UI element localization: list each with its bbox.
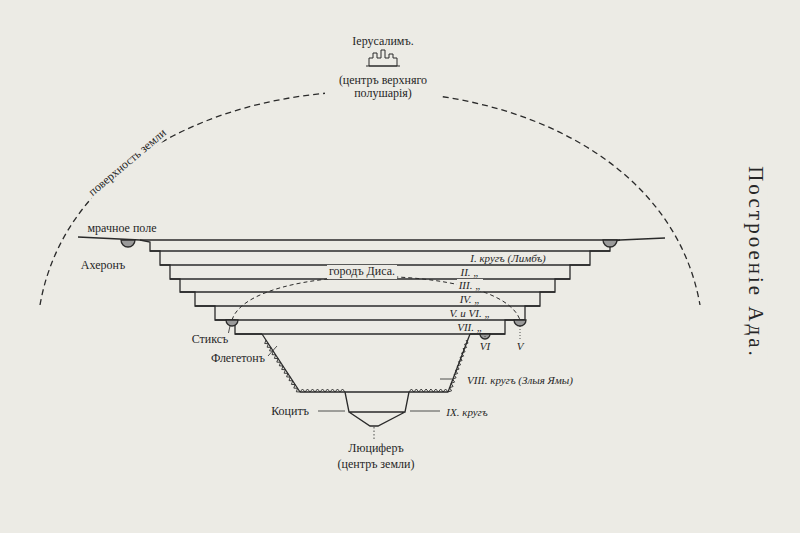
circle-label: VII. „ <box>455 321 485 333</box>
circle-label: VIII. кругъ (Злыя Ямы) <box>465 374 575 386</box>
ridge <box>265 340 300 392</box>
river-name: Ахеронъ <box>79 259 127 272</box>
circle-number: VI <box>478 340 492 352</box>
place-note: (центръ верхняго полушарія) <box>325 74 441 100</box>
river-name: Стиксъ <box>190 333 231 346</box>
city-name: городъ Диса. <box>327 265 397 278</box>
circle-label: I. кругъ (Лимбъ) <box>468 252 548 264</box>
place-name: Іерусалимъ. <box>350 35 415 48</box>
circle-label: V. и VI. „ <box>447 307 492 319</box>
circle-label: III. „ <box>457 279 484 291</box>
figure-name: Люциферъ <box>346 442 405 455</box>
place-note: (центръ земли) <box>336 458 417 471</box>
river-marks <box>121 240 617 339</box>
circle-label: IV. „ <box>458 293 483 305</box>
circle-number: V <box>515 340 526 352</box>
arc-label: поверхность земли <box>85 125 171 200</box>
pit-wall <box>262 334 300 392</box>
ridge <box>300 389 345 392</box>
region-name: мрачное поле <box>86 222 159 235</box>
pit-floor <box>300 391 448 392</box>
diagram-title: Построеніе Ада. <box>743 166 768 359</box>
pit-ridges <box>265 340 468 392</box>
river-name: Флегетонъ <box>209 352 267 365</box>
circle-lines <box>150 251 610 334</box>
earth-surface-arc <box>40 91 700 305</box>
ground-line <box>78 237 665 240</box>
ridge <box>409 389 448 392</box>
jerusalem-icon <box>366 50 400 66</box>
ninth-circle <box>345 392 409 426</box>
circle-label: II. „ <box>459 266 482 278</box>
river-name: Коцитъ <box>269 405 311 418</box>
city-of-dis-wall <box>232 277 520 321</box>
circle-label: IX. кругъ <box>444 406 489 418</box>
